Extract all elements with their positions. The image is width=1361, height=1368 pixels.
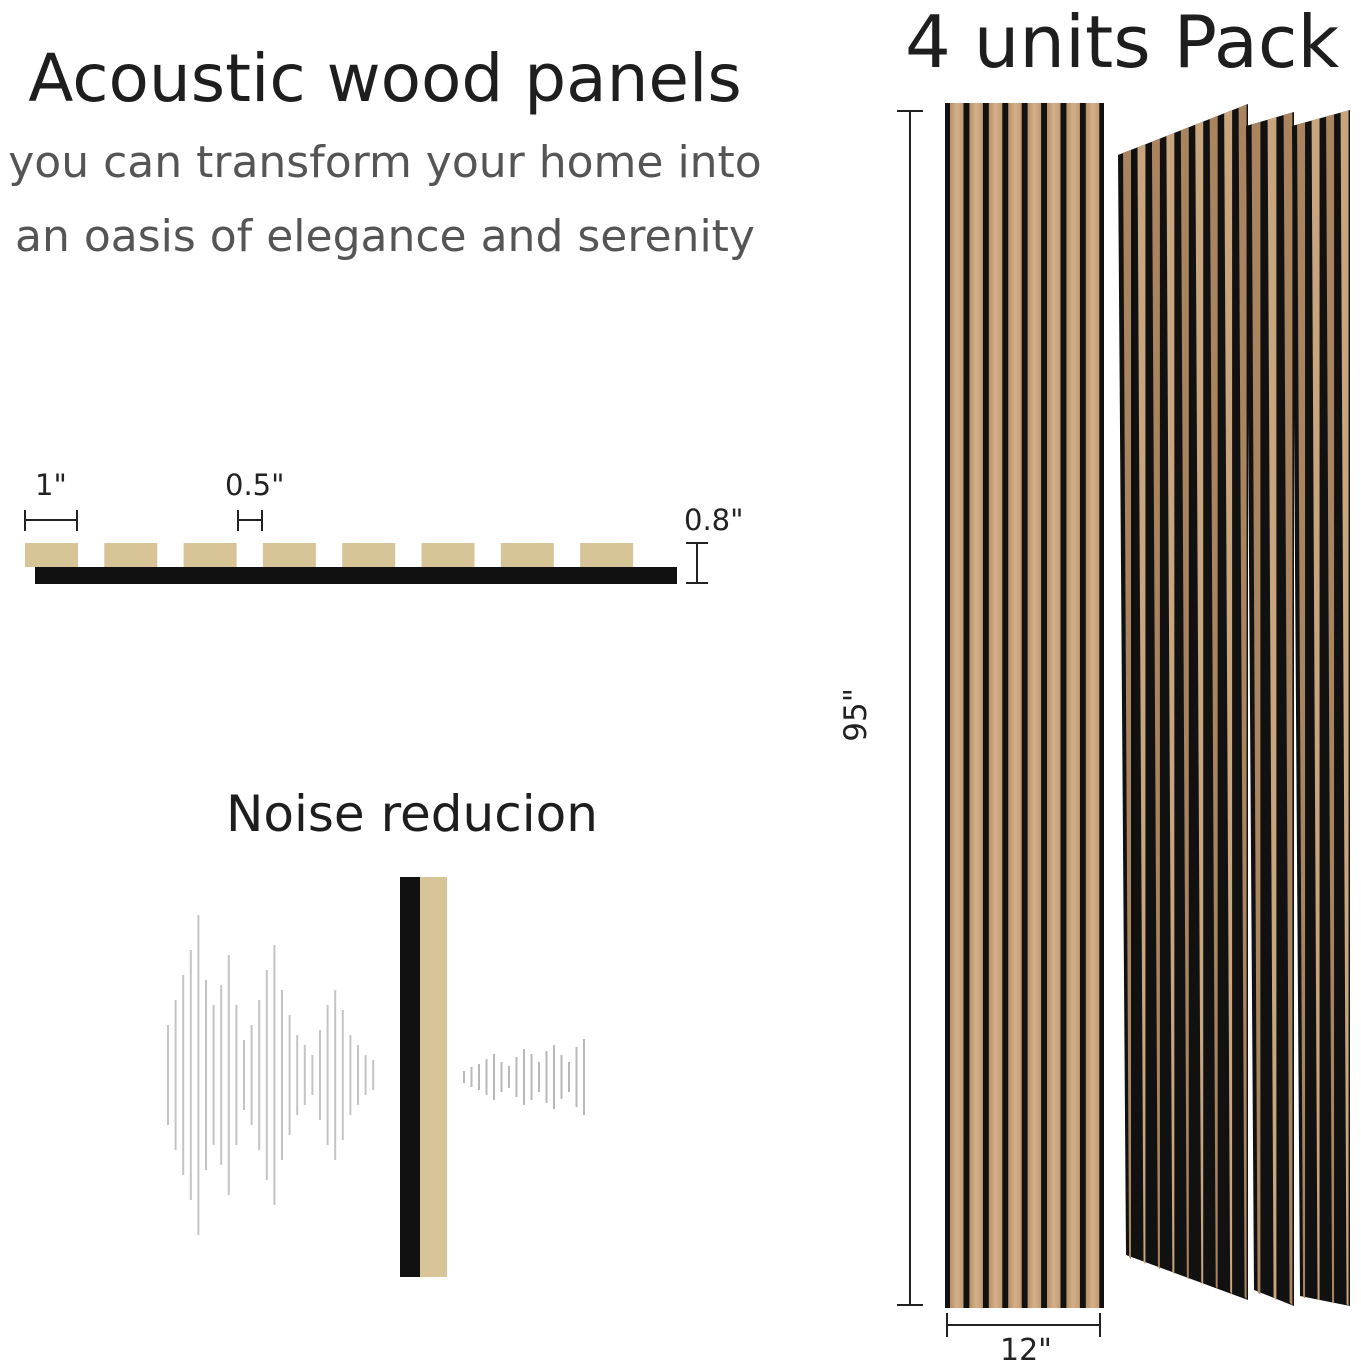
profile-slat — [104, 543, 158, 567]
pack-label: 4 units Pack — [905, 0, 1340, 84]
gap-width-marker — [237, 510, 263, 531]
width-dimension-marker — [946, 1313, 1101, 1337]
profile-slat — [183, 543, 237, 567]
profile-slat — [500, 543, 554, 567]
stack-panel-slat — [1123, 149, 1131, 1260]
stack-panel-slat — [1195, 121, 1204, 1285]
subtitle-line-2: an oasis of elegance and serenity — [15, 211, 755, 262]
slat-width-label: 1" — [35, 468, 67, 502]
slat-width-marker — [24, 510, 78, 531]
profile-slat — [25, 543, 78, 567]
front-panel-slat — [1047, 103, 1061, 1308]
main-title: Acoustic wood panels — [28, 40, 742, 117]
stack-panel-slat — [1251, 121, 1261, 1295]
front-panel — [945, 103, 1104, 1308]
front-panel-slat — [988, 103, 1003, 1308]
outgoing-sound-wave — [463, 1039, 585, 1115]
noise-reduction-title: Noise reducion — [226, 785, 598, 843]
stack-panel-slat — [1283, 112, 1293, 1306]
stack-panel-slat — [1180, 127, 1189, 1280]
stack-panel-slat — [1238, 104, 1247, 1300]
thickness-marker — [686, 542, 708, 584]
profile-slat — [421, 543, 475, 567]
front-panel-slat — [1008, 103, 1022, 1308]
front-panel-slat — [969, 103, 983, 1308]
front-panel-slat — [1066, 103, 1080, 1308]
stack-panel-slat — [1326, 114, 1335, 1304]
panel-width-label: 12" — [1000, 1333, 1052, 1368]
stacked-panels — [1118, 104, 1350, 1306]
front-panel-slat — [1085, 103, 1100, 1308]
profile-slat — [342, 543, 396, 567]
stack-panel-slat — [1137, 144, 1146, 1265]
stack-panel-backing — [1292, 110, 1350, 1306]
height-dimension-marker — [897, 110, 923, 1306]
stack-panel-slat — [1166, 132, 1175, 1275]
stack-panel-slat — [1340, 110, 1349, 1306]
noise-panel — [400, 877, 447, 1277]
stack-panel-slat — [1209, 115, 1218, 1290]
subtitle-line-1: you can transform your home into — [8, 137, 762, 188]
stack-panel-slat — [1267, 117, 1277, 1301]
front-panel-slat — [950, 103, 964, 1308]
profile-backing — [35, 567, 677, 584]
front-panel-slat — [1027, 103, 1042, 1308]
slat-profile — [25, 543, 677, 584]
thickness-label: 0.8" — [684, 503, 744, 537]
stack-panel-slat — [1224, 110, 1233, 1295]
stack-panel-slat — [1297, 122, 1306, 1299]
noise-panel-backing — [400, 877, 420, 1277]
profile-slat — [262, 543, 316, 567]
front-panel-backing — [945, 103, 1104, 1308]
gap-width-label: 0.5" — [225, 468, 285, 502]
noise-panel-wood — [420, 877, 447, 1277]
incoming-sound-wave — [167, 915, 375, 1235]
stack-panel-slat — [1151, 138, 1160, 1270]
profile-slat — [580, 543, 634, 567]
stack-panel-slat — [1311, 118, 1320, 1301]
